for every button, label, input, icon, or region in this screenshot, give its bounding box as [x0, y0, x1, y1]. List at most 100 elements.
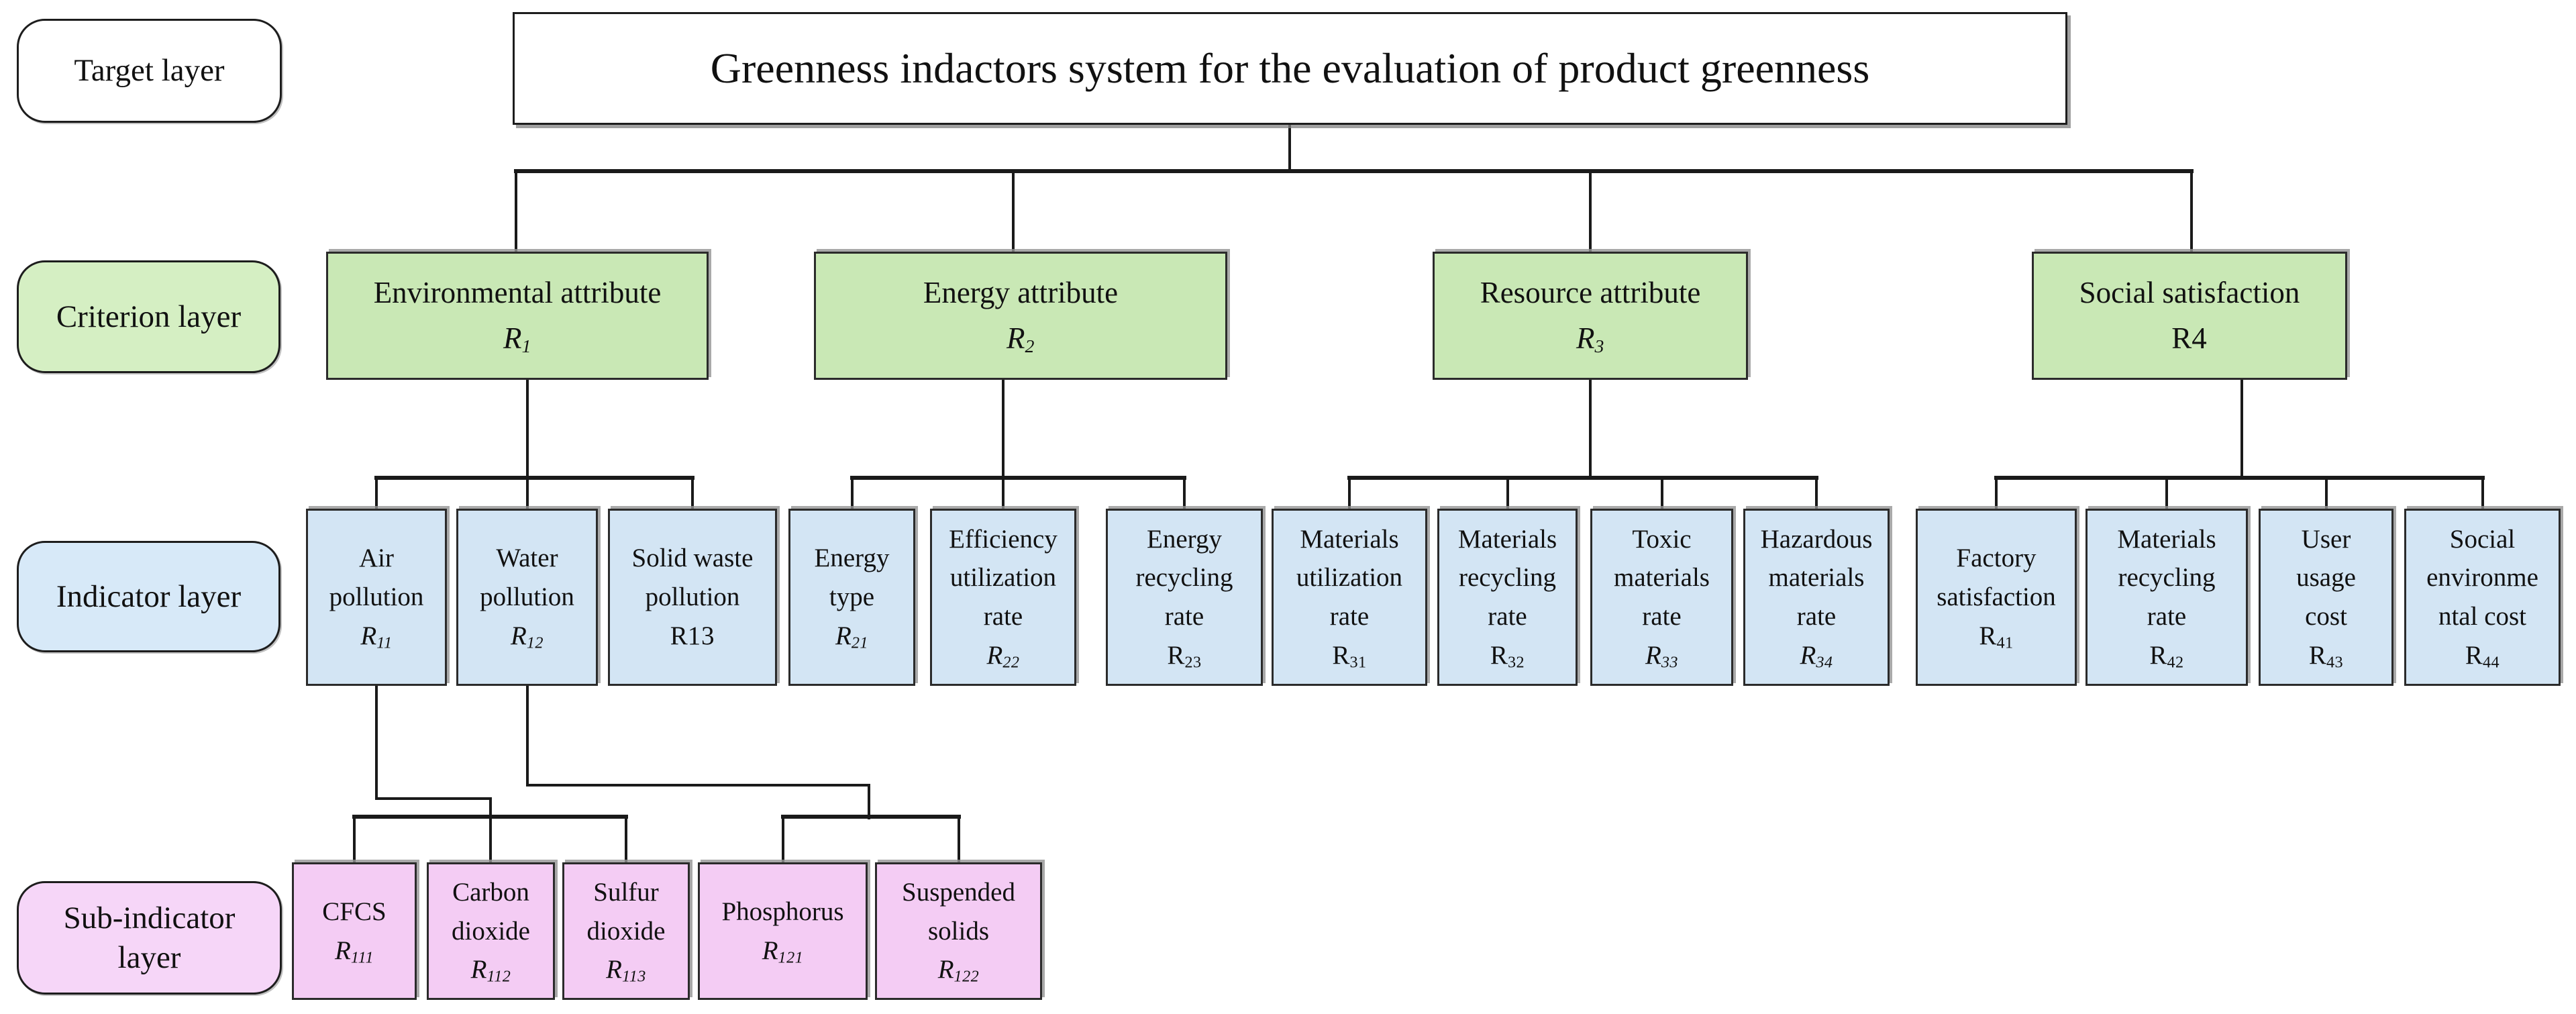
- node-symbol: R112: [470, 955, 511, 986]
- diagram-title-box: Greenness indactors system for the evalu…: [513, 12, 2067, 125]
- node-symbol: R3: [1576, 321, 1604, 357]
- node-label: Hazardous: [1760, 524, 1873, 554]
- node-factory-satisfaction: Factory satisfaction R41: [1916, 509, 2077, 686]
- layer-label-criterion: Criterion layer: [17, 260, 280, 373]
- node-symbol: R122: [937, 955, 980, 986]
- node-symbol: R32: [1490, 640, 1525, 672]
- node-symbol: R11: [360, 621, 393, 652]
- node-symbol: R22: [986, 640, 1020, 672]
- node-materials-recycling-rate: Materials recycling rate R32: [1437, 509, 1578, 686]
- node-label: Toxic: [1632, 524, 1692, 554]
- node-label: Solid waste: [631, 544, 754, 573]
- node-label: Social satisfaction: [2079, 276, 2300, 309]
- node-symbol: R1: [503, 321, 531, 357]
- node-cfcs: CFCS R111: [292, 862, 417, 1000]
- node-label: utilization: [949, 563, 1057, 593]
- node-symbol: R4: [2171, 321, 2208, 355]
- node-label: utilization: [1296, 563, 1403, 593]
- layer-label-criterion-text: Criterion layer: [56, 299, 242, 334]
- node-label: type: [829, 582, 875, 612]
- layer-label-indicator: Indicator layer: [17, 541, 280, 652]
- node-label: Sulfur: [593, 877, 659, 907]
- node-social-environmental-cost: Social environme ntal cost R44: [2404, 509, 2561, 686]
- node-label: rate: [1164, 602, 1204, 631]
- layer-label-target: Target layer: [17, 19, 282, 123]
- node-symbol: R31: [1332, 640, 1367, 672]
- node-label: rate: [1329, 602, 1370, 631]
- node-label: Suspended: [902, 877, 1015, 907]
- node-label: Resource attribute: [1480, 276, 1701, 309]
- node-air-pollution: Air pollution R11: [306, 509, 447, 686]
- node-efficiency-utilization-rate: Efficiency utilization rate R22: [930, 509, 1076, 686]
- node-label: rate: [1488, 602, 1527, 631]
- node-symbol: R33: [1645, 640, 1678, 672]
- node-symbol: R12: [511, 621, 544, 652]
- node-label: recycling: [2118, 563, 2216, 593]
- node-label: materials: [1614, 563, 1710, 593]
- node-hazardous-materials-rate: Hazardous materials rate R34: [1743, 509, 1890, 686]
- node-label: Social: [2449, 524, 2516, 554]
- node-sulfur-dioxide: Sulfur dioxide R113: [562, 862, 690, 1000]
- diagram-title: Greenness indactors system for the evalu…: [710, 44, 1870, 92]
- node-label: cost: [2305, 602, 2347, 631]
- node-label: environme: [2426, 563, 2538, 593]
- node-label: Water: [496, 544, 558, 573]
- node-label: Energy: [814, 544, 890, 573]
- node-suspended-solids: Suspended solids R122: [875, 862, 1042, 1000]
- layer-label-indicator-text: Indicator layer: [56, 578, 242, 614]
- node-social-satisfaction: Social satisfaction R4: [2032, 252, 2347, 380]
- node-label: pollution: [645, 582, 740, 612]
- node-label: Carbon: [452, 877, 529, 907]
- node-label: usage: [2296, 563, 2356, 593]
- node-label: Efficiency: [949, 524, 1058, 554]
- node-label: Air: [359, 544, 394, 573]
- node-materials-utilization-rate: Materials utilization rate R31: [1272, 509, 1427, 686]
- node-label: solids: [927, 916, 990, 946]
- node-label: dioxide: [452, 916, 530, 946]
- node-symbol: R42: [2149, 640, 2184, 672]
- node-label: Energy: [1147, 524, 1222, 554]
- node-symbol: R44: [2465, 640, 2500, 672]
- layer-label-sub-indicator: Sub-indicator layer: [17, 881, 282, 995]
- layer-label-sub-indicator-text: Sub-indicator layer: [63, 900, 236, 975]
- node-water-pollution: Water pollution R12: [456, 509, 598, 686]
- node-phosphorus: Phosphorus R121: [698, 862, 868, 1000]
- node-label: Environmental attribute: [373, 276, 662, 309]
- node-symbol: R43: [2308, 640, 2344, 672]
- node-energy-recycling-rate: Energy recycling rate R23: [1106, 509, 1263, 686]
- layer-label-target-text: Target layer: [74, 53, 225, 89]
- node-label: Materials: [2117, 524, 2216, 554]
- node-symbol: R121: [762, 935, 804, 966]
- node-symbol: R113: [606, 955, 646, 986]
- node-energy-type: Energy type R21: [788, 509, 915, 686]
- node-label: Energy attribute: [923, 276, 1119, 309]
- node-label: Factory: [1956, 544, 2037, 573]
- node-label: User: [2301, 524, 2351, 554]
- connector-group: [352, 123, 2485, 865]
- node-symbol: R21: [835, 621, 868, 652]
- node-label: rate: [1642, 602, 1682, 631]
- node-symbol: R41: [1979, 621, 2014, 652]
- node-materials-recycling-rate-social: Materials recycling rate R42: [2085, 509, 2248, 686]
- node-solid-waste-pollution: Solid waste pollution R13: [608, 509, 777, 686]
- node-toxic-materials-rate: Toxic materials rate R33: [1590, 509, 1733, 686]
- node-label: recycling: [1135, 563, 1233, 593]
- node-label: Materials: [1457, 524, 1557, 554]
- node-energy-attribute: Energy attribute R2: [814, 252, 1227, 380]
- node-environmental-attribute: Environmental attribute R1: [326, 252, 709, 380]
- node-user-usage-cost: User usage cost R43: [2259, 509, 2393, 686]
- node-label: satisfaction: [1937, 582, 2056, 612]
- node-carbon-dioxide: Carbon dioxide R112: [427, 862, 555, 1000]
- node-symbol: R2: [1006, 321, 1035, 357]
- node-label: rate: [983, 602, 1023, 631]
- node-label: rate: [1796, 602, 1837, 631]
- node-symbol: R111: [335, 935, 374, 966]
- node-label: Phosphorus: [721, 897, 844, 926]
- node-label: dioxide: [586, 916, 666, 946]
- node-label: rate: [2147, 602, 2187, 631]
- node-symbol: R23: [1167, 640, 1202, 672]
- node-label: materials: [1768, 563, 1865, 593]
- node-label: ntal cost: [2438, 602, 2527, 631]
